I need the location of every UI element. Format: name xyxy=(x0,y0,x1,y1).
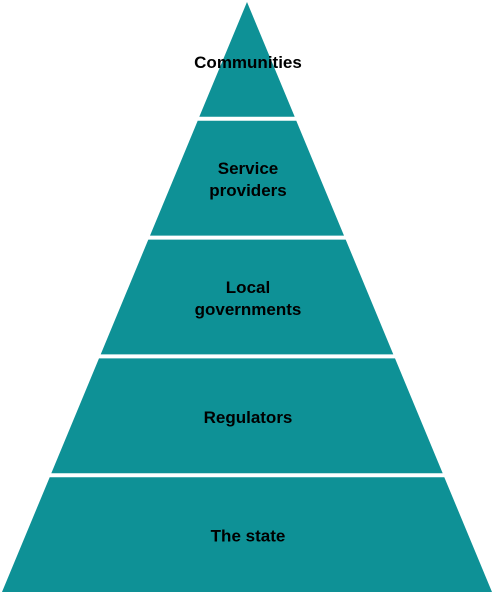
tier-label-3: Local governments xyxy=(195,278,302,319)
pyramid-tier-3 xyxy=(100,239,394,355)
pyramid-tier-2 xyxy=(150,120,344,236)
tier-label-line: The state xyxy=(211,527,286,546)
tier-label-line: Service xyxy=(218,159,279,178)
pyramid-tier-4 xyxy=(51,358,443,474)
tier-label-line: Regulators xyxy=(204,408,293,427)
pyramid-tiers xyxy=(2,2,492,592)
tier-label-4: Regulators xyxy=(204,408,293,427)
tier-label-2: Service providers xyxy=(209,159,286,200)
tier-label-line: governments xyxy=(195,300,302,319)
tier-label-1: Communities xyxy=(194,53,302,72)
pyramid-tier-1 xyxy=(199,2,295,117)
tier-label-line: providers xyxy=(209,181,286,200)
tier-label-line: Local xyxy=(226,278,270,297)
pyramid-tier-5 xyxy=(2,477,492,592)
tier-label-line: Communities xyxy=(194,53,302,72)
tier-label-5: The state xyxy=(211,527,286,546)
